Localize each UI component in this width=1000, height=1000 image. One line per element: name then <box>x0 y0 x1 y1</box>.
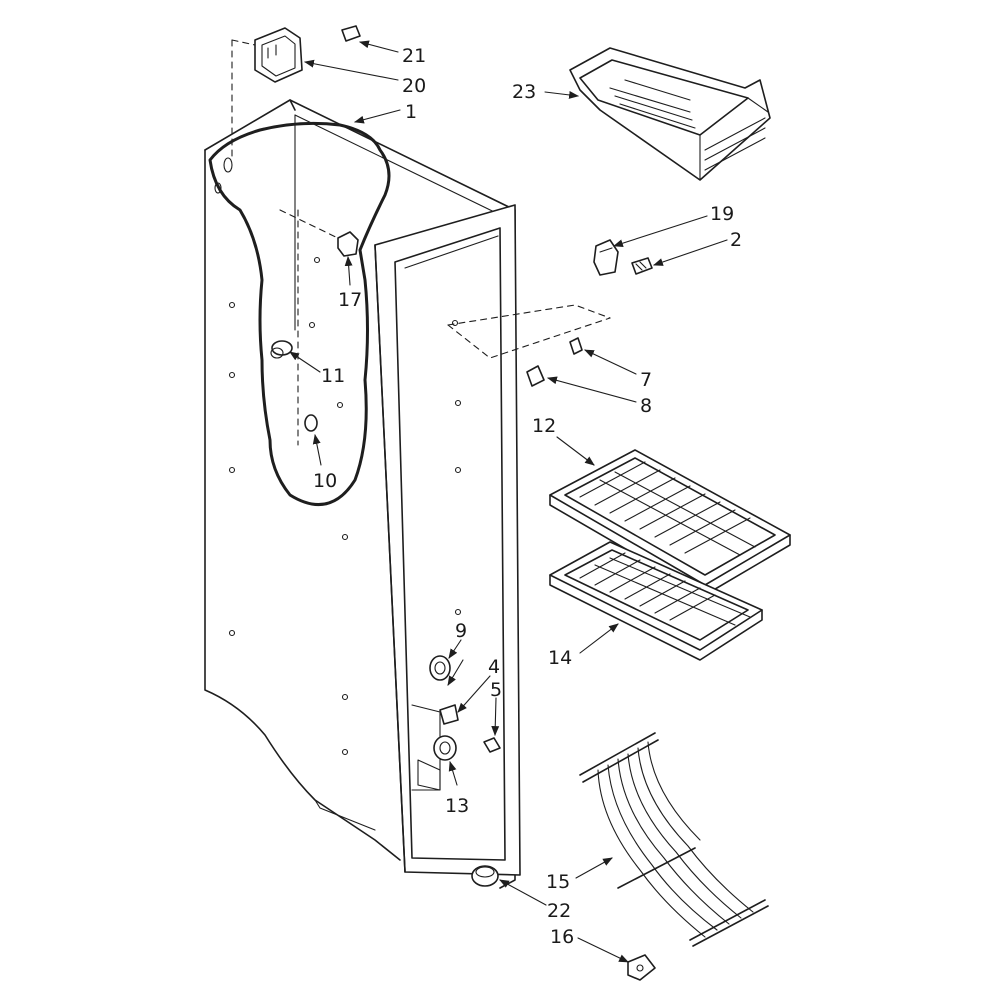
callout-12: 12 <box>532 415 556 437</box>
alignment-lines <box>231 39 611 446</box>
leader-arrows <box>289 40 728 963</box>
part-9-knob <box>429 655 451 681</box>
part-23-ice-bin <box>569 47 771 181</box>
freezer-liner-part-1 <box>204 99 521 889</box>
callout-1: 1 <box>405 101 417 123</box>
callout-2: 2 <box>730 229 742 251</box>
callout-23: 23 <box>512 81 536 103</box>
callout-9: 9 <box>455 620 467 642</box>
callout-8: 8 <box>640 395 652 417</box>
part-17-clip <box>337 231 359 257</box>
part-15-wire-glide <box>579 732 769 947</box>
part-20-control-bracket <box>254 27 303 83</box>
callout-14: 14 <box>548 647 572 669</box>
part-21-screw <box>341 25 361 42</box>
callout-20: 20 <box>402 75 426 97</box>
callout-11: 11 <box>321 365 345 387</box>
part-11-bushing <box>270 340 293 359</box>
part-10-bushing <box>304 414 318 432</box>
callout-15: 15 <box>546 871 570 893</box>
part-13-knob <box>433 735 457 761</box>
callout-22: 22 <box>547 900 571 922</box>
part-7-shelf-support <box>569 337 583 355</box>
part-14-wire-shelf <box>549 541 763 661</box>
part-8-shelf-support <box>526 365 545 387</box>
part-16-glide-foot <box>627 954 656 981</box>
callout-10: 10 <box>313 470 337 492</box>
callout-16: 16 <box>550 926 574 948</box>
callout-7: 7 <box>640 369 652 391</box>
part-19-switch <box>593 239 619 276</box>
part-4-bracket <box>439 704 459 725</box>
callout-19: 19 <box>710 203 734 225</box>
callout-17: 17 <box>338 289 362 311</box>
callout-13: 13 <box>445 795 469 817</box>
callout-21: 21 <box>402 45 426 67</box>
part-2-screw <box>631 257 653 275</box>
part-22-plug <box>471 865 499 887</box>
callout-5: 5 <box>490 679 502 701</box>
part-5-screw <box>483 737 501 753</box>
callout-4: 4 <box>488 656 500 678</box>
callout-labels: 21 20 1 17 11 10 9 4 5 13 23 19 2 7 8 12… <box>313 45 742 948</box>
